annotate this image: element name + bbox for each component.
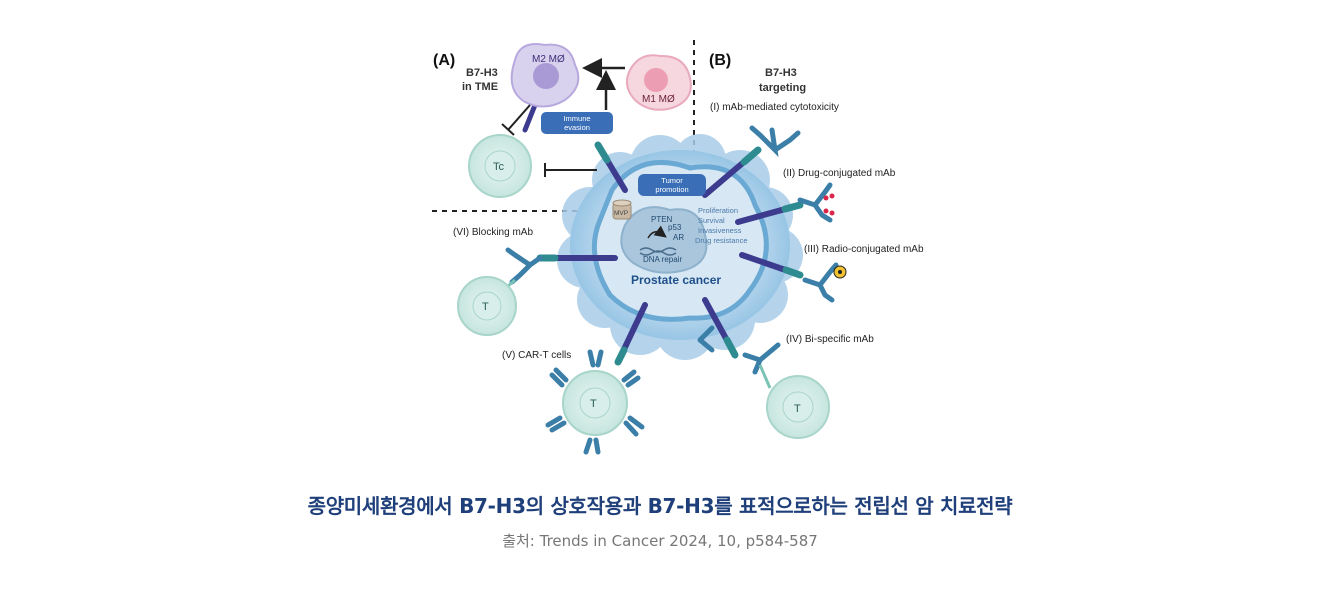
tc-cell — [468, 134, 532, 198]
t-cell-label-3: T — [794, 403, 801, 415]
dna-repair-label: DNA repair — [643, 255, 682, 264]
t-cell-label-1: T — [482, 301, 489, 313]
m1-macrophage — [625, 54, 692, 111]
panel-b-title-line1: B7-H3 — [765, 67, 797, 79]
ar-label: AR — [673, 233, 684, 242]
strategy-drug-conjugated: (II) Drug-conjugated mAb — [783, 168, 896, 179]
immune-evasion-line2: evasion — [564, 123, 590, 132]
antibody-icons — [505, 125, 839, 375]
immune-evasion-badge — [541, 112, 613, 134]
figure-caption-source: 출처: Trends in Cancer 2024, 10, p584-587 — [502, 532, 818, 550]
panel-b-title-line2: targeting — [759, 82, 806, 94]
prostate-cancer-cell — [557, 134, 803, 360]
radioactive-icon — [833, 265, 847, 279]
tc-label: Tc — [493, 161, 505, 173]
strategy-mab-cytotoxicity: (I) mAb-mediated cytotoxicity — [710, 102, 839, 113]
m1-label: M1 MØ — [642, 94, 675, 105]
immune-evasion-line1: Immune — [563, 114, 590, 123]
tumor-promotion-line1: Tumor — [661, 176, 683, 185]
hallmark-survival: Survival — [698, 216, 725, 225]
tumor-promotion-line2: promotion — [655, 185, 688, 194]
figure-caption-title: 종양미세환경에서 B7-H3의 상호작용과 B7-H3를 표적으로하는 전립선 … — [307, 494, 1013, 518]
mvp-icon — [612, 199, 632, 220]
tumor-promotion-badge — [638, 174, 706, 196]
panel-b-label: (B) — [709, 52, 731, 69]
strategy-bispecific: (IV) Bi-specific mAb — [786, 334, 874, 345]
drug-payload-icon — [823, 193, 835, 216]
t-cell-blocking — [457, 276, 517, 336]
m2-macrophage — [510, 43, 580, 108]
panel-a-title-line2: in TME — [462, 81, 498, 93]
t-cell-label-2: T — [590, 398, 597, 410]
t-cell-bispecific — [758, 364, 830, 439]
strategy-blocking: (VI) Blocking mAb — [453, 227, 533, 238]
panel-a-title-line1: B7-H3 — [466, 67, 498, 79]
mvp-label: MVP — [614, 210, 628, 217]
panel-a-label: (A) — [433, 52, 455, 69]
m2-inhibit-tc — [507, 104, 531, 131]
hallmark-drug-resistance: Drug resistance — [695, 236, 748, 245]
pten-label: PTEN — [651, 215, 673, 224]
b7h3-receptors — [522, 102, 804, 366]
car-t-cell — [545, 349, 645, 455]
strategy-car-t: (V) CAR-T cells — [502, 350, 571, 361]
p53-label: p53 — [668, 223, 682, 232]
b7h3-diagram: PTEN p53 AR DNA repair Proliferation Sur… — [432, 40, 924, 455]
strategy-radio-conjugated: (III) Radio-conjugated mAb — [804, 244, 924, 255]
hallmark-invasiveness: Invasiveness — [698, 226, 742, 235]
prostate-cancer-label: Prostate cancer — [631, 273, 721, 287]
m2-label: M2 MØ — [532, 54, 565, 65]
hallmark-proliferation: Proliferation — [698, 206, 738, 215]
